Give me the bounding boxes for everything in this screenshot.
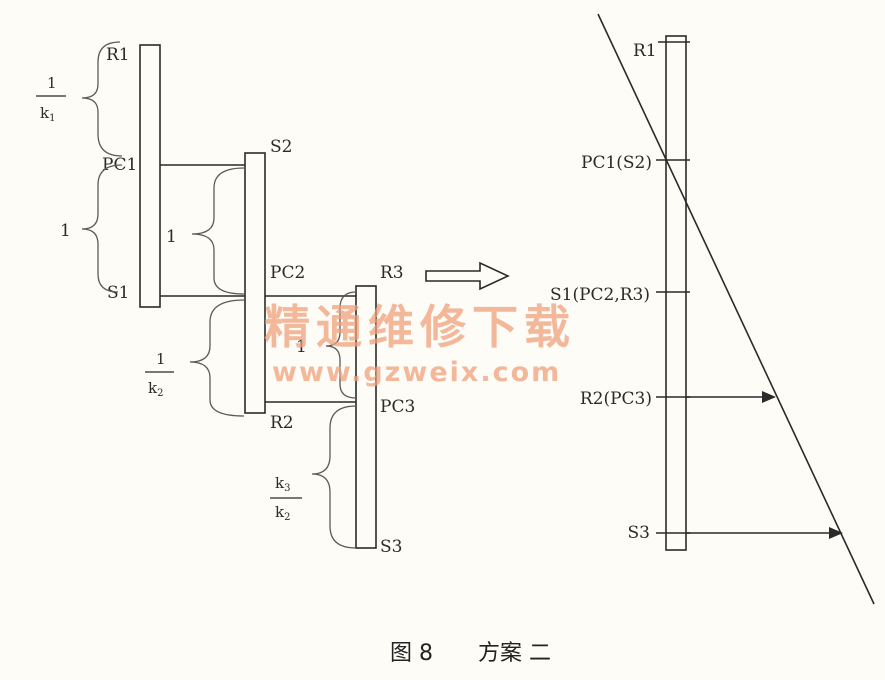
label-r3: R3 — [380, 263, 404, 283]
svg-text:k2: k2 — [148, 379, 163, 399]
label-one-middle: 1 — [166, 227, 177, 247]
merged-bar — [665, 35, 687, 551]
watermark-title: 精通维修下载 — [264, 300, 576, 354]
label-s3: S3 — [380, 537, 402, 557]
svg-text:1: 1 — [47, 74, 57, 92]
brace-one-middle — [191, 167, 245, 295]
label-r1: R1 — [106, 45, 130, 65]
brace-one-small — [325, 291, 357, 399]
label-pc3: PC3 — [380, 397, 415, 417]
brace-1-over-k2 — [189, 299, 245, 417]
fraction-1-over-k2: 1 k2 — [145, 350, 174, 399]
caption-title: 方案 二 — [478, 641, 551, 666]
right-label-s3: S3 — [628, 523, 650, 543]
right-label-r1: R1 — [633, 41, 657, 61]
figure-caption: 图 8 方案 二 — [390, 641, 551, 666]
fraction-1-over-k1: 1 k1 — [36, 74, 66, 124]
label-one-left: 1 — [60, 221, 71, 241]
diagonal-line — [597, 13, 875, 605]
brace-1-over-k1 — [81, 41, 123, 157]
label-s1: S1 — [107, 283, 129, 303]
brace-k3-over-k2 — [311, 405, 357, 549]
svg-text:k3: k3 — [275, 474, 290, 494]
bar-3 — [355, 285, 377, 549]
right-label-s1-pc2-r3: S1(PC2,R3) — [550, 285, 650, 305]
arrow-s3-head-icon — [829, 527, 843, 539]
label-one-small: 1 — [296, 337, 307, 357]
bar-1 — [139, 44, 161, 308]
label-r2: R2 — [270, 413, 294, 433]
transform-arrow-icon — [425, 261, 510, 291]
arrow-r2-head-icon — [762, 391, 776, 403]
brace-one-left — [81, 164, 123, 293]
right-label-r2-pc3: R2(PC3) — [580, 389, 652, 409]
svg-text:1: 1 — [156, 350, 166, 368]
caption-figure-number: 图 8 — [390, 641, 433, 666]
fraction-k3-over-k2: k3 k2 — [270, 474, 302, 523]
label-pc2: PC2 — [270, 263, 305, 283]
label-s2: S2 — [270, 137, 292, 157]
svg-text:k1: k1 — [40, 104, 55, 124]
watermark-url: www.gzweix.com — [272, 357, 561, 388]
svg-text:k2: k2 — [275, 503, 290, 523]
bar-2 — [244, 152, 266, 414]
right-label-pc1-s2: PC1(S2) — [581, 153, 652, 173]
